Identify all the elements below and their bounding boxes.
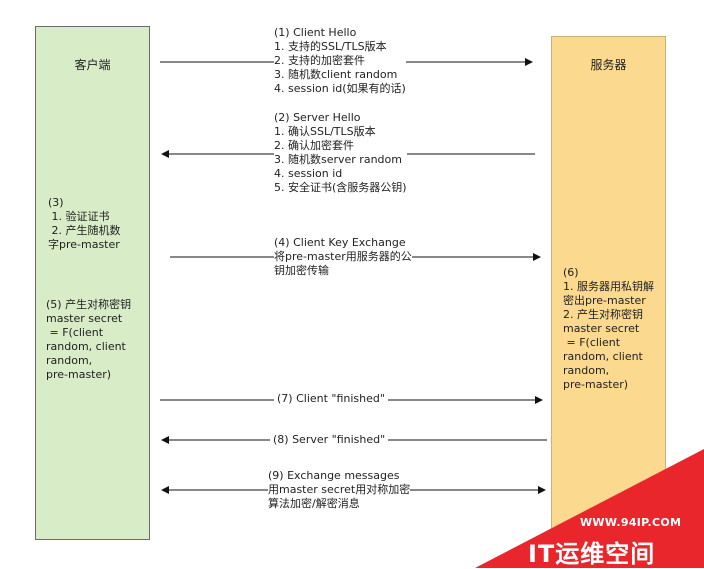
client-note-step3: (3) 1. 验证证书 2. 产生随机数 字pre-master bbox=[48, 196, 121, 251]
message-m9-label: (9) Exchange messages 用master secret用对称加… bbox=[268, 469, 411, 511]
server-note-step6: (6) 1. 服务器用私钥解 密出pre-master 2. 产生对称密钥 ma… bbox=[563, 266, 654, 391]
server-lane bbox=[551, 36, 666, 540]
message-m2-label: (2) Server Hello 1. 确认SSL/TLS版本 2. 确认加密套… bbox=[274, 111, 407, 195]
message-m4-label: (4) Client Key Exchange 将pre-master用服务器的… bbox=[274, 236, 412, 278]
client-lane bbox=[35, 26, 150, 540]
client-lane-title: 客户端 bbox=[74, 58, 111, 72]
message-m7-label: (7) Client "finished" bbox=[274, 392, 388, 406]
message-m1-label: (1) Client Hello 1. 支持的SSL/TLS版本 2. 支持的加… bbox=[274, 26, 406, 96]
message-m8-label: (8) Server "finished" bbox=[270, 433, 389, 447]
watermark-brand: IT运维空间 bbox=[528, 540, 656, 568]
client-note-step5: (5) 产生对称密钥 master secret = F(client rand… bbox=[46, 298, 132, 381]
watermark-url: WWW.94IP.COM bbox=[580, 516, 682, 529]
server-lane-title: 服务器 bbox=[590, 58, 627, 72]
